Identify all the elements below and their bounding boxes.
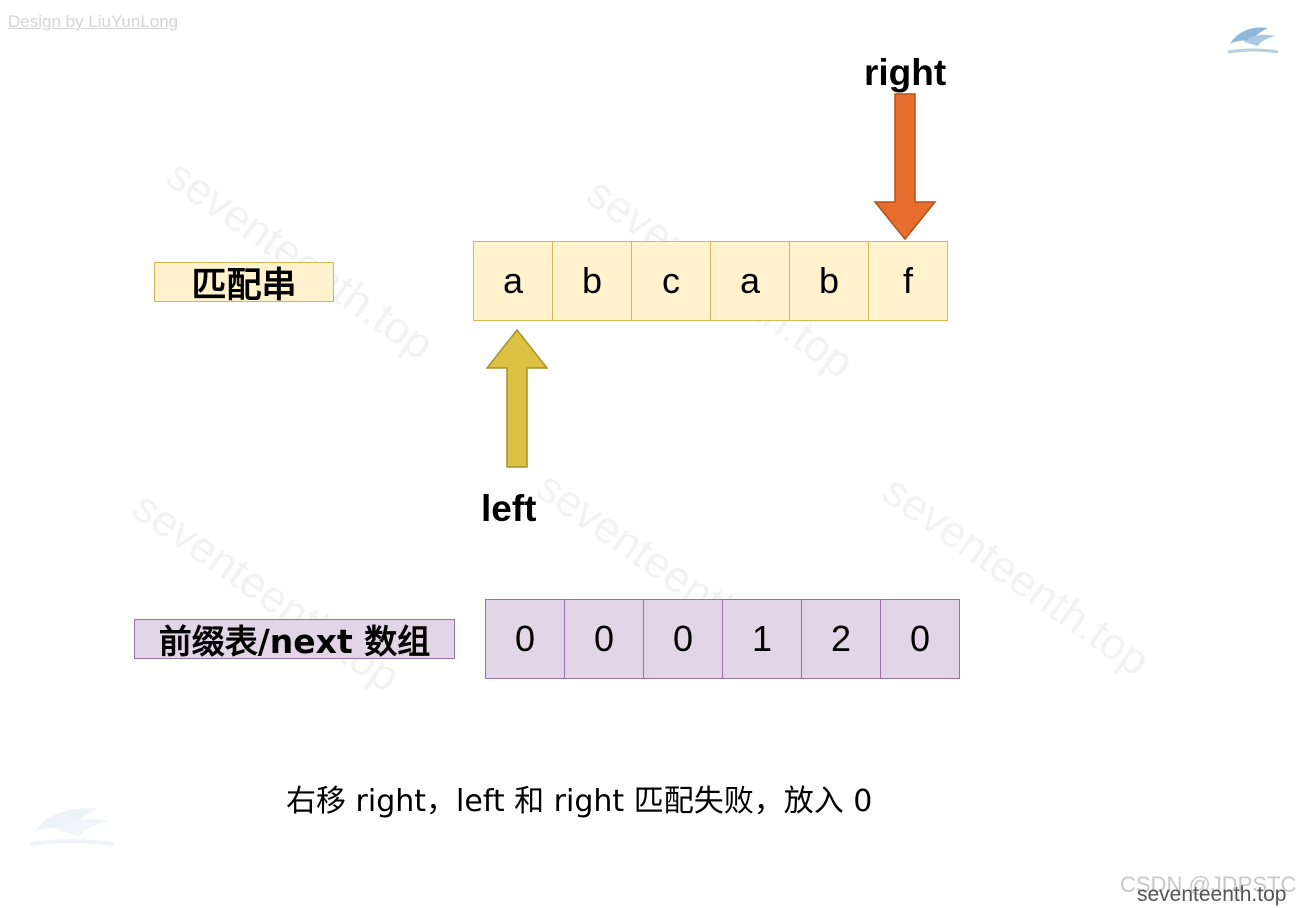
left-pointer-label: left bbox=[481, 488, 537, 529]
match-string-row: a b c a b f bbox=[473, 241, 948, 321]
next-cell: 1 bbox=[722, 599, 802, 679]
next-cell: 0 bbox=[880, 599, 960, 679]
seventeenth-logo-faint-icon bbox=[29, 808, 115, 846]
next-cell: 0 bbox=[643, 599, 723, 679]
left-pointer-arrow-icon bbox=[485, 328, 549, 468]
watermark-3: seventeenth.top bbox=[123, 482, 409, 702]
match-cell: c bbox=[631, 241, 711, 321]
match-cell: a bbox=[710, 241, 790, 321]
match-cell: a bbox=[473, 241, 553, 321]
match-cell: b bbox=[552, 241, 632, 321]
match-string-label: 匹配串 bbox=[154, 262, 334, 306]
match-cell: f bbox=[868, 241, 948, 321]
design-credit-link[interactable]: Design by LiuYunLong bbox=[8, 12, 179, 31]
next-array-label: 前缀表/next 数组 bbox=[134, 619, 455, 661]
csdn-credit: CSDN @JDPSTC bbox=[1120, 872, 1296, 897]
next-cell: 2 bbox=[801, 599, 881, 679]
match-cell: b bbox=[789, 241, 869, 321]
right-pointer-arrow-icon bbox=[873, 93, 937, 241]
site-credit: seventeenth.top bbox=[1137, 883, 1287, 906]
seventeenth-logo-icon bbox=[1227, 27, 1279, 54]
step-caption: 右移 right，left 和 right 匹配失败，放入 0 bbox=[286, 784, 873, 819]
next-cell: 0 bbox=[564, 599, 644, 679]
right-pointer-label: right bbox=[864, 52, 947, 93]
next-array-row: 0 0 0 1 2 0 bbox=[485, 599, 960, 679]
next-cell: 0 bbox=[485, 599, 565, 679]
